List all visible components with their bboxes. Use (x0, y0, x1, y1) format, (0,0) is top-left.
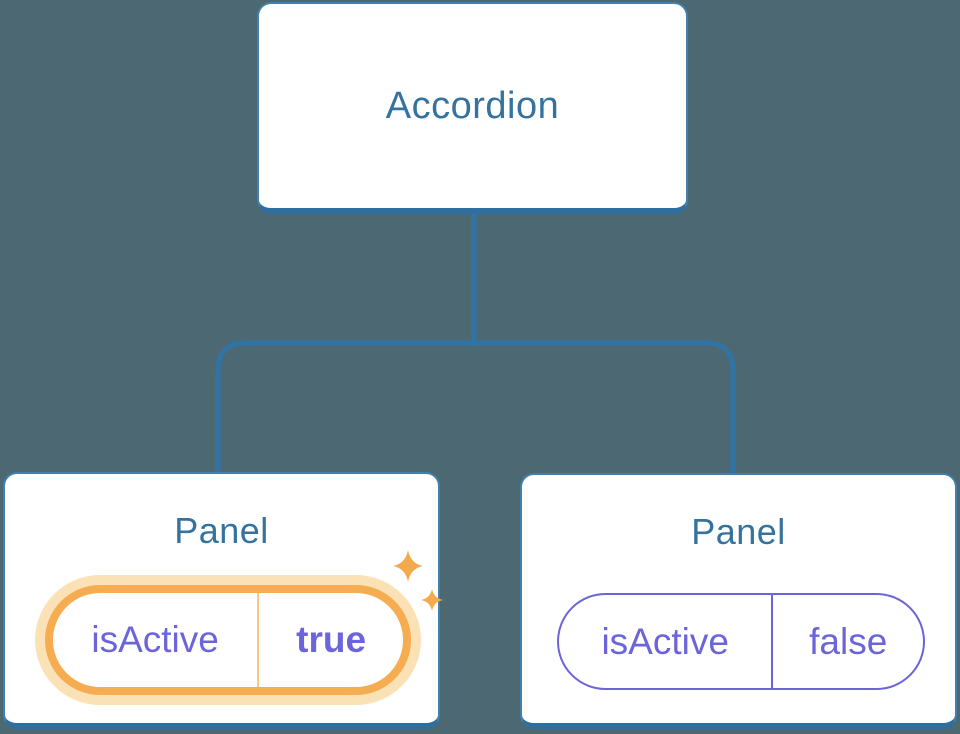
panel-node-inactive: Panel isActive false (520, 473, 957, 729)
panel-node-title: Panel (691, 511, 786, 552)
state-value-label: true (296, 619, 367, 660)
connector-branch (215, 340, 736, 476)
state-pill-inactive: isActive false (557, 593, 925, 690)
accordion-node: Accordion (257, 2, 688, 214)
state-pill-active: isActive true (45, 585, 411, 695)
state-value-label: false (809, 620, 888, 662)
state-name-label: isActive (53, 593, 260, 687)
panel-node-active: Panel isActive true (3, 472, 443, 729)
state-name-label: isActive (559, 595, 774, 688)
accordion-node-label: Accordion (385, 84, 560, 127)
panel-node-title: Panel (174, 510, 269, 551)
sparkles-icon (393, 550, 443, 611)
